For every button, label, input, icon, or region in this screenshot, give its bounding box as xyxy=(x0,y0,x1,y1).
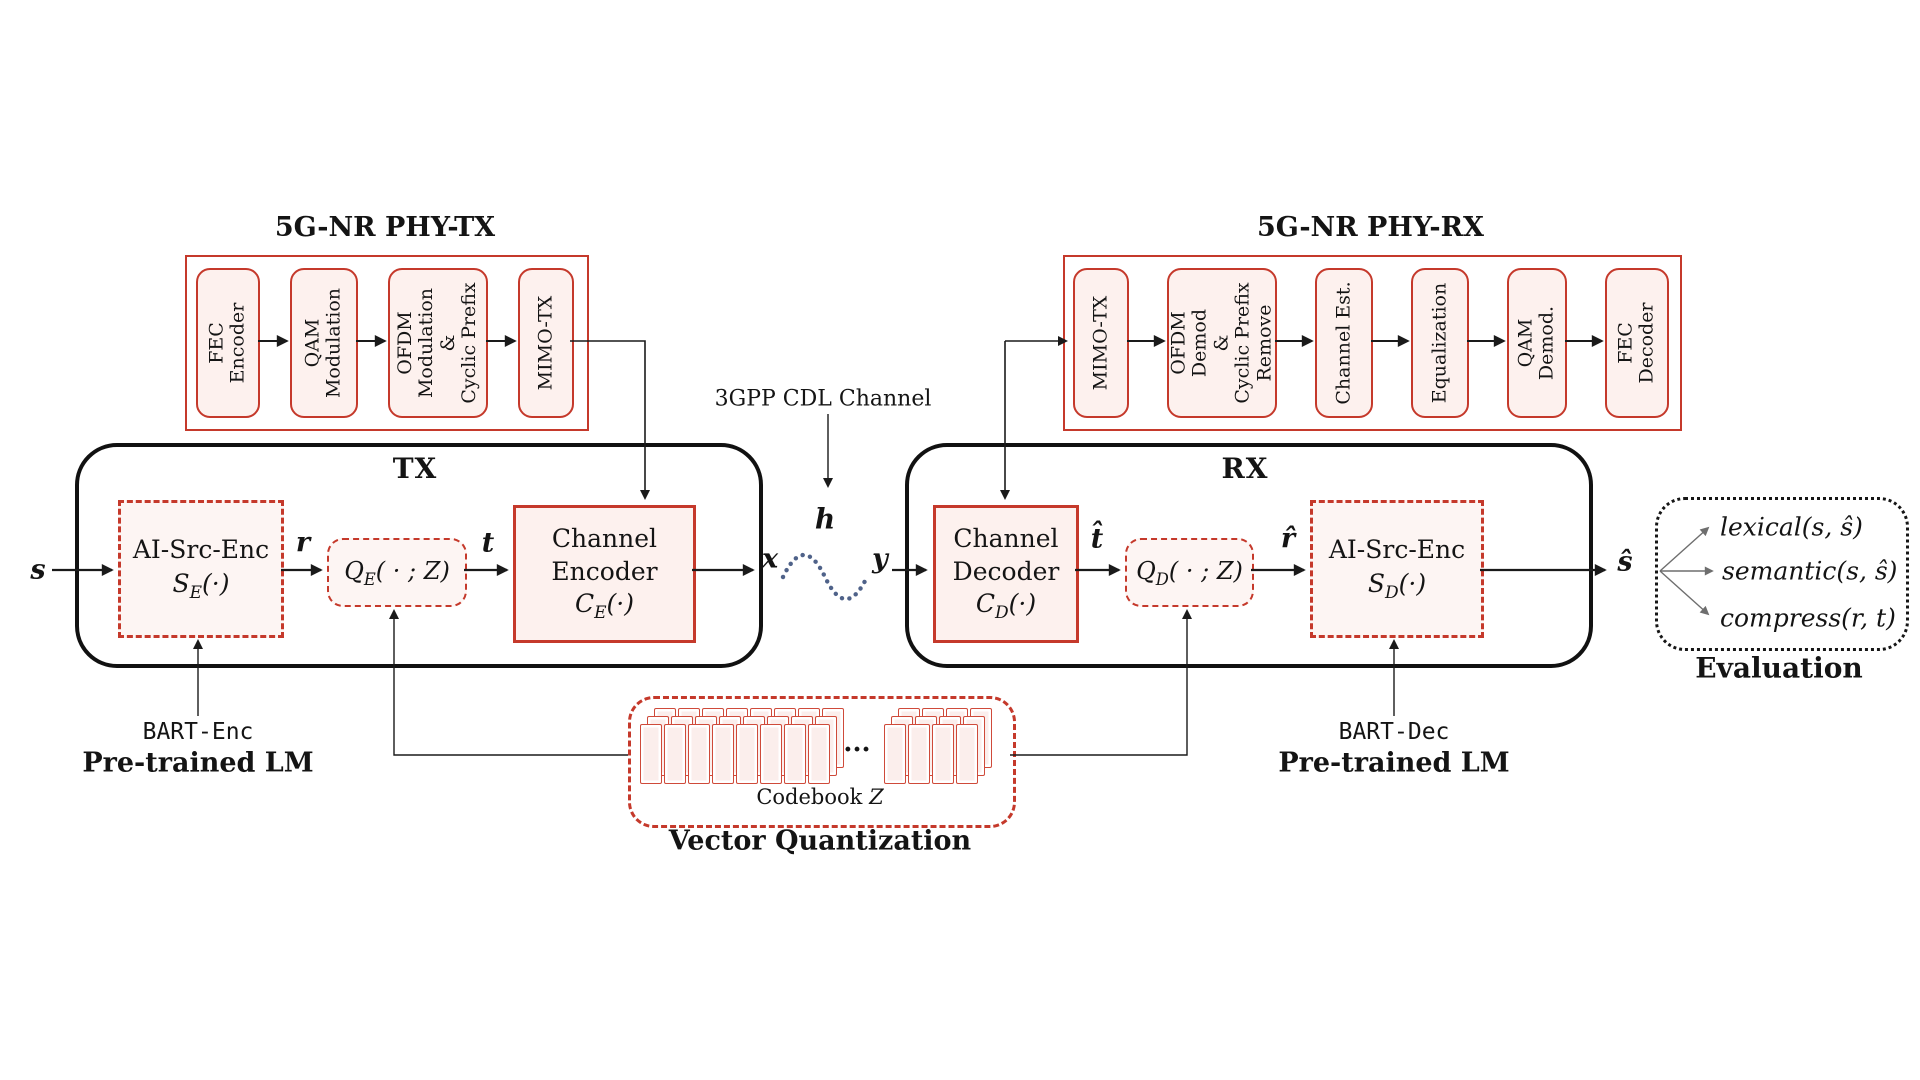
fn-symbol: Q xyxy=(344,556,364,585)
fn-args: (·) xyxy=(606,589,635,619)
fn-symbol: C xyxy=(574,589,595,619)
phy-rx-block-mimo: MIMO-TX xyxy=(1073,268,1129,418)
phy-rx-block-channel-est: Channel Est. xyxy=(1315,268,1373,418)
fn-subscript: E xyxy=(189,582,203,603)
codebook-card xyxy=(640,724,662,784)
phy-tx-block-ofdm-modulation: OFDM Modulation & Cyclic Prefix xyxy=(388,268,488,418)
phy-rx-block-qam-demod: QAM Demod. xyxy=(1507,268,1567,418)
codebook-cards-left-front xyxy=(640,724,830,784)
rx-title: RX xyxy=(1221,452,1269,485)
metric-lexical: lexical(s, ŝ) xyxy=(1720,512,1863,542)
channel-decoder-line2: Decoder xyxy=(952,556,1060,586)
block-label: QAM Modulation xyxy=(301,287,345,399)
phy-tx-block-qam-modulation: QAM Modulation xyxy=(290,268,358,418)
quantizer-rx-box: QD( · ; Z) xyxy=(1125,538,1254,607)
signal-s: s xyxy=(30,554,46,586)
fn-symbol: C xyxy=(975,589,996,619)
block-label: Channel Est. xyxy=(1332,281,1355,405)
codebook-variable: Z xyxy=(869,785,884,809)
ai-src-enc-tx-name: AI-Src-Enc xyxy=(132,535,270,565)
fn-subscript: D xyxy=(1155,569,1169,589)
fn-symbol: S xyxy=(1367,568,1386,598)
fn-symbol: S xyxy=(172,568,190,598)
signal-t-hat: t̂ xyxy=(1090,523,1104,555)
signal-y: y xyxy=(872,543,888,575)
ai-src-dec-rx-box: AI-Src-Enc SD(·) xyxy=(1310,500,1484,638)
codebook-card xyxy=(884,724,906,784)
channel-encoder-fn: CE(·) xyxy=(575,588,634,624)
codebook-card xyxy=(908,724,930,784)
block-label: OFDM Modulation & Cyclic Prefix xyxy=(394,282,481,404)
metric-compress: compress(r, t) xyxy=(1720,603,1896,633)
codebook-card xyxy=(956,724,978,784)
codebook-cards-right-front xyxy=(884,724,978,784)
block-label: QAM Demod. xyxy=(1514,305,1558,381)
ai-src-dec-rx-fn: SD(·) xyxy=(1368,567,1426,605)
block-label: MIMO-TX xyxy=(534,295,557,391)
block-label: FEC Decoder xyxy=(1614,302,1658,384)
codebook-word: Codebook xyxy=(756,785,870,809)
ai-src-enc-tx-fn: SE(·) xyxy=(172,567,229,605)
signal-r: r xyxy=(295,527,311,559)
ai-src-enc-tx-box: AI-Src-Enc SE(·) xyxy=(118,500,284,638)
phy-rx-block-equalization: Equalization xyxy=(1411,268,1469,418)
channel-encoder-box: Channel Encoder CE(·) xyxy=(513,505,696,643)
signal-s-hat: ŝ xyxy=(1617,546,1633,578)
block-label: Equalization xyxy=(1428,282,1451,404)
phy-tx-title: 5G-NR PHY-TX xyxy=(274,212,496,243)
channel-encoder-line2: Encoder xyxy=(551,556,658,586)
tx-title: TX xyxy=(392,452,438,485)
fn-args: (·) xyxy=(1398,568,1427,598)
codebook-card xyxy=(664,724,686,784)
fn-subscript: E xyxy=(594,603,607,624)
phy-tx-block-fec-encoder: FEC Encoder xyxy=(196,268,260,418)
signal-r-hat: r̂ xyxy=(1280,523,1296,555)
channel-decoder-box: Channel Decoder CD(·) xyxy=(933,505,1079,643)
block-label: MIMO-TX xyxy=(1089,295,1112,391)
evaluation-title: Evaluation xyxy=(1695,651,1863,685)
ai-src-dec-rx-name: AI-Src-Enc xyxy=(1328,535,1466,565)
channel-wave xyxy=(780,553,870,601)
fn-subscript: D xyxy=(1385,582,1399,603)
phy-rx-block-ofdm-demod: OFDM Demod & Cyclic Prefix Remove xyxy=(1167,268,1277,418)
metric-semantic: semantic(s, ŝ) xyxy=(1722,556,1898,586)
channel-decoder-fn: CD(·) xyxy=(976,588,1036,624)
fn-args: ( · ; Z) xyxy=(375,556,450,585)
codebook-card xyxy=(712,724,734,784)
phy-rx-block-fec-decoder: FEC Decoder xyxy=(1605,268,1669,418)
fn-args: (·) xyxy=(202,568,230,598)
codebook-ellipsis: ··· xyxy=(843,735,871,765)
codebook-card xyxy=(760,724,782,784)
quantizer-tx-box: QE( · ; Z) xyxy=(327,538,467,607)
phy-rx-title: 5G-NR PHY-RX xyxy=(1256,212,1485,243)
quantizer-rx-fn: QD( · ; Z) xyxy=(1136,557,1243,589)
codebook-card xyxy=(932,724,954,784)
codebook-card xyxy=(808,724,830,784)
fn-args: ( · ; Z) xyxy=(1168,556,1243,585)
codebook-card xyxy=(784,724,806,784)
bart-enc-label: BART-Enc xyxy=(142,719,254,745)
channel-encoder-line1: Channel xyxy=(551,524,658,554)
block-label: FEC Encoder xyxy=(205,302,249,384)
codebook-card xyxy=(688,724,710,784)
channel-label: 3GPP CDL Channel xyxy=(714,386,932,412)
bart-dec-label: BART-Dec xyxy=(1338,719,1450,745)
fn-subscript: E xyxy=(363,569,376,589)
channel-h-label: h xyxy=(814,502,836,536)
codebook-label: Codebook Z xyxy=(756,785,883,809)
fn-subscript: D xyxy=(995,603,1009,624)
block-label: OFDM Demod & Cyclic Prefix Remove xyxy=(1167,282,1276,404)
channel-decoder-line1: Channel xyxy=(953,524,1059,554)
phy-tx-block-mimo-tx: MIMO-TX xyxy=(518,268,574,418)
codebook-card xyxy=(736,724,758,784)
pretrained-lm-tx-label: Pre-trained LM xyxy=(82,747,314,779)
fn-symbol: Q xyxy=(1136,556,1156,585)
signal-t: t xyxy=(481,527,495,559)
vector-quantization-title: Vector Quantization xyxy=(668,825,972,857)
signal-x: x xyxy=(761,543,779,575)
quantizer-tx-fn: QE( · ; Z) xyxy=(344,557,450,589)
pretrained-lm-rx-label: Pre-trained LM xyxy=(1278,747,1510,779)
fn-args: (·) xyxy=(1008,589,1037,619)
